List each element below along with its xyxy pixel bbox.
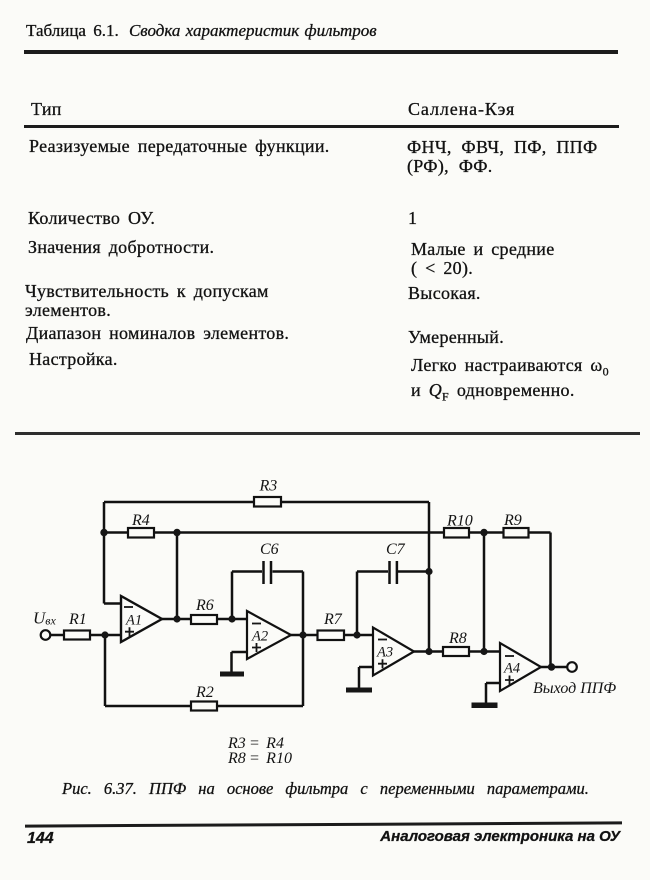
svg-text:R10: R10: [446, 513, 473, 530]
svg-text:Uвх: Uвх: [33, 609, 56, 628]
svg-text:R7: R7: [323, 611, 343, 628]
svg-text:C7: C7: [386, 541, 406, 558]
svg-text:C6: C6: [260, 541, 279, 558]
svg-text:R6: R6: [195, 597, 214, 614]
svg-text:R1: R1: [68, 611, 87, 628]
svg-text:R3: R3: [259, 478, 278, 495]
svg-text:A4: A4: [503, 661, 520, 677]
svg-text:R2: R2: [195, 684, 214, 701]
svg-text:R8: R8: [448, 630, 467, 647]
svg-text:A3: A3: [376, 645, 393, 661]
svg-text:Выход ППФ: Выход ППФ: [533, 680, 616, 697]
svg-text:R9: R9: [503, 512, 522, 529]
svg-text:R4: R4: [131, 512, 150, 529]
svg-text:R3 = R4: R3 = R4: [227, 735, 284, 752]
svg-text:A2: A2: [251, 629, 268, 645]
svg-text:A1: A1: [125, 613, 142, 629]
svg-text:R8 = R10: R8 = R10: [227, 750, 292, 767]
